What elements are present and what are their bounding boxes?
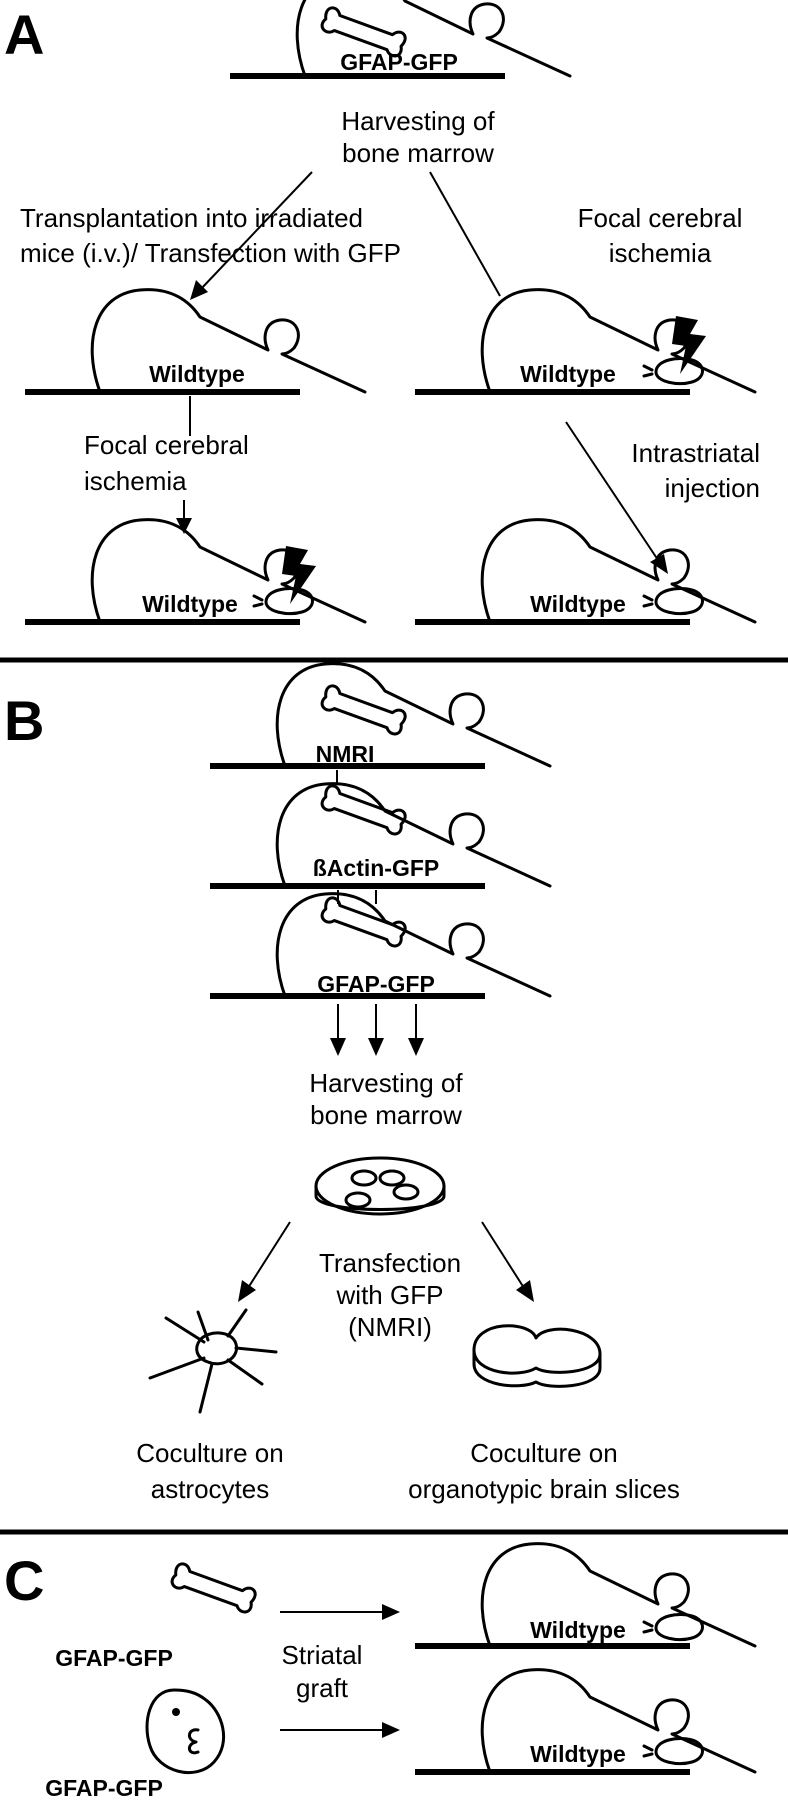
- coculture-right-label-line1: Coculture on: [470, 1438, 617, 1468]
- panel-label-a: A: [4, 3, 44, 66]
- mouse-gfap-gfp: GFAP-GFP: [210, 894, 550, 997]
- ischemia-left-label-line1: Focal cerebral: [84, 430, 249, 460]
- mouse-bactin-gfp: ßActin-GFP: [210, 784, 550, 886]
- mouse-nmri: NMRI: [210, 664, 550, 767]
- panel-label-b: B: [4, 689, 44, 752]
- injection-label-line1: Intrastriatal: [631, 438, 760, 468]
- mouse-label-nmri: NMRI: [316, 741, 375, 767]
- ischemia-right-label-line1: Focal cerebral: [578, 203, 743, 233]
- mouse-label-wildtype: Wildtype: [530, 1741, 626, 1767]
- harvest-b-label-line2: bone marrow: [310, 1100, 462, 1130]
- coculture-left-label-line1: Coculture on: [136, 1438, 283, 1468]
- arrow-to-injection: [565, 421, 668, 574]
- embryo-icon: [145, 1688, 225, 1774]
- harvest-b-label-line1: Harvesting of: [309, 1068, 463, 1098]
- mouse-label-gfap-gfp: GFAP-GFP: [340, 49, 458, 75]
- mouse-label-wildtype: Wildtype: [530, 591, 626, 617]
- panel-label-c: C: [4, 1549, 44, 1612]
- brain-slice-icon: [472, 1324, 602, 1388]
- bone-icon: [168, 1560, 259, 1616]
- transfection-label-line1: Transfection: [319, 1248, 461, 1278]
- injection-label-line2: injection: [665, 473, 760, 503]
- transplant-label-line2: mice (i.v.)/ Transfection with GFP: [20, 238, 401, 268]
- harvest-label-line1: Harvesting of: [341, 106, 495, 136]
- arrow-graft-bottom: [280, 1722, 400, 1738]
- mouse-wildtype-mid-left: Wildtype: [25, 290, 365, 392]
- arrow-graft-top: [280, 1604, 400, 1620]
- mouse-label-bactin-gfp: ßActin-GFP: [313, 855, 440, 881]
- line-to-ischemia-right: [429, 171, 501, 297]
- mouse-wildtype-c-top: Wildtype: [415, 1544, 755, 1646]
- transfection-label-line2: with GFP: [336, 1280, 444, 1310]
- arrow-down-left: [176, 500, 192, 534]
- arrow-to-transplant: [190, 171, 313, 300]
- astrocyte-icon: [148, 1308, 278, 1414]
- ischemia-left-label-line2: ischemia: [84, 466, 187, 496]
- transplant-label-line1: Transplantation into irradiated: [20, 203, 363, 233]
- mouse-label-gfap-gfp: GFAP-GFP: [317, 971, 435, 997]
- coculture-right-label-line2: organotypic brain slices: [408, 1474, 680, 1504]
- ischemia-right-label-line2: ischemia: [609, 238, 712, 268]
- graft-label-line1: Striatal: [282, 1640, 363, 1670]
- arrow-to-brain-slices: [481, 1221, 534, 1302]
- transfection-label-line3: (NMRI): [348, 1312, 432, 1342]
- bone-label: GFAP-GFP: [55, 1645, 173, 1671]
- mouse-wildtype-mid-right: Wildtype: [415, 290, 755, 392]
- mouse-label-wildtype: Wildtype: [149, 361, 245, 387]
- mouse-wildtype-bottom-right: Wildtype: [415, 520, 755, 622]
- embryo-label: GFAP-GFP: [45, 1775, 163, 1800]
- petri-dish-icon: [314, 1156, 446, 1216]
- graft-label-line2: graft: [296, 1673, 349, 1703]
- mouse-label-wildtype: Wildtype: [142, 591, 238, 617]
- mouse-donor-a: GFAP-GFP: [230, 0, 570, 76]
- arrow-to-astrocytes: [238, 1221, 291, 1302]
- harvest-label-line2: bone marrow: [342, 138, 494, 168]
- coculture-left-label-line2: astrocytes: [151, 1474, 270, 1504]
- mouse-label-wildtype: Wildtype: [530, 1617, 626, 1643]
- mouse-wildtype-c-bottom: Wildtype: [415, 1670, 755, 1772]
- mouse-label-wildtype: Wildtype: [520, 361, 616, 387]
- mouse-wildtype-bottom-left: Wildtype: [25, 520, 365, 622]
- arrows-to-harvest: [330, 1004, 424, 1056]
